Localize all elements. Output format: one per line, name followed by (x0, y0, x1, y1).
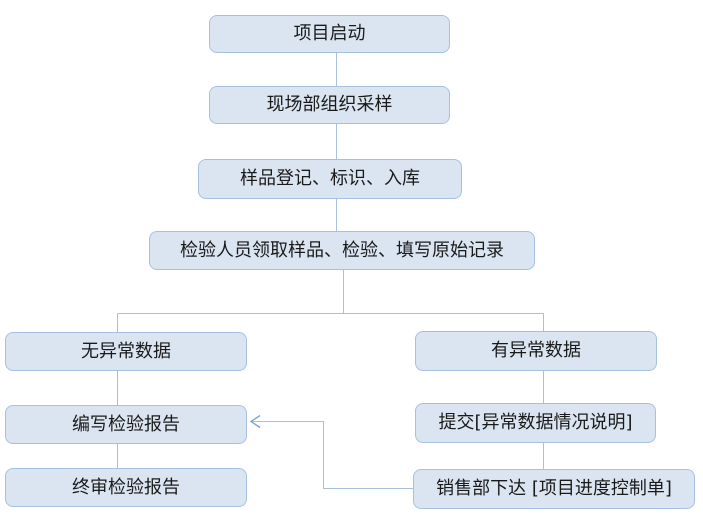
arrowhead-left-icon (249, 414, 261, 429)
node-project-start: 项目启动 (209, 15, 450, 53)
node-inspection-record: 检验人员领取样品、检验、填写原始记录 (149, 231, 535, 270)
node-final-review-report: 终审检验报告 (5, 468, 247, 507)
node-sample-register: 样品登记、标识、入库 (198, 159, 462, 199)
node-field-sampling: 现场部组织采样 (209, 86, 450, 124)
node-no-abnormal-data: 无异常数据 (5, 332, 247, 371)
node-has-abnormal-data: 有异常数据 (415, 331, 657, 371)
node-sales-progress-control: 销售部下达 [项目进度控制单] (413, 469, 695, 509)
node-submit-abnormal-note: 提交[异常数据情况说明] (415, 403, 656, 443)
edge-sales-issue-write-report (252, 421, 413, 489)
node-write-report: 编写检验报告 (5, 405, 247, 444)
